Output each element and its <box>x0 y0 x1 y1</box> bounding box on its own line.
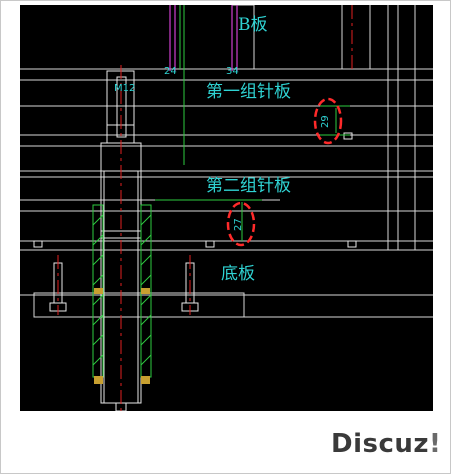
first-pin-plate-label: 第一组针板 <box>206 82 291 102</box>
watermark-suffix: ! <box>429 429 442 459</box>
washers <box>94 288 150 384</box>
b-plate-label: B板 <box>238 15 268 35</box>
dimension-left: 24 <box>164 66 177 77</box>
side-screws <box>33 132 357 312</box>
highlight-ellipses <box>226 97 343 247</box>
second-pin-plate-label: 第二组针板 <box>206 176 291 196</box>
dimension-lower: 27 <box>233 218 244 231</box>
discuz-watermark: Discuz! <box>331 429 441 459</box>
center-lines <box>57 5 353 411</box>
guide-pins <box>169 5 238 71</box>
bottom-plate-label: 底板 <box>221 264 255 284</box>
dimension-upper: 29 <box>320 115 331 128</box>
dimension-right: 34 <box>226 66 239 77</box>
dimension-leaders <box>155 105 350 241</box>
mold-section-diagram <box>20 5 433 411</box>
watermark-text: Discuz <box>331 429 430 459</box>
plate-outlines <box>20 5 433 318</box>
cad-drawing-canvas: B板 第一组针板 第二组针板 底板 M12 24 34 29 27 <box>20 5 433 411</box>
m12-callout: M12 <box>114 83 136 94</box>
